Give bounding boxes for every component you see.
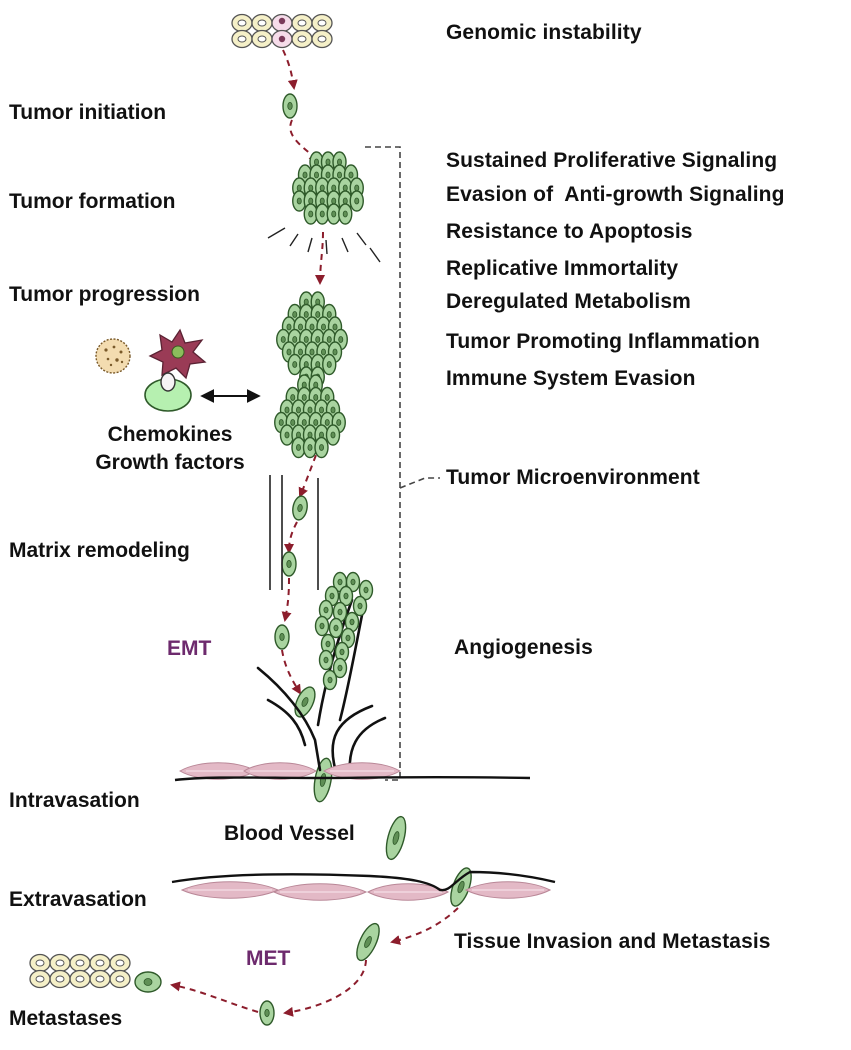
normal-epithelium-metastasis [29,953,162,993]
migrating-tumor-cell [292,495,308,521]
radiating-lines [267,227,381,263]
label-matrix-remodeling: Matrix remodeling [9,539,190,562]
hallmark-3: Replicative Immortality [446,257,679,280]
tumor-progression-cluster-lower [274,374,346,459]
label-tumor-initiation: Tumor initiation [9,101,167,124]
label-chemokines: Chemokines [107,423,233,446]
label-tumor-formation: Tumor formation [9,190,176,213]
hallmark-2: Resistance to Apoptosis [446,220,693,243]
label-intravasation: Intravasation [9,789,140,812]
tumor-cell [303,203,318,225]
colonizing-cell [134,971,162,993]
normal-epithelial-cell [49,953,71,989]
microenvironment-bracket [365,146,440,781]
hallmark-1: Evasion of Anti-growth Signaling [446,183,785,206]
metastatic-cell [259,1000,275,1026]
hallmark-0: Sustained Proliferative Signaling [446,149,778,172]
normal-epithelial-cell [291,13,313,49]
label-angiogenesis: Angiogenesis [454,636,593,659]
tumor-cell [292,190,307,212]
tumor-cell [318,649,334,671]
vessel-wall-upper-line [174,775,531,782]
angiogenesis-tumor-cells [314,571,374,691]
normal-epithelium-top [231,13,333,49]
intravasating-cell [313,757,333,803]
circulating-tumor-cell [385,815,407,861]
label-extravasation: Extravasation [9,888,147,911]
label-genomic-instability: Genomic instability [446,21,642,44]
vessel-wall-lower [180,881,552,901]
hallmark-6: Immune System Evasion [446,367,696,390]
macrophage-cell [95,338,131,374]
label-blood-vessel: Blood Vessel [224,822,355,845]
vessel-wall-lower-line [171,870,556,892]
tumor-cell [325,424,341,446]
emt-tumor-cell [294,686,316,718]
normal-epithelial-cell [89,953,111,989]
label-emt: EMT [167,637,212,660]
hallmark-5: Tumor Promoting Inflammation [446,330,760,353]
tumor-cell [332,601,348,623]
label-tissue-invasion: Tissue Invasion and Metastasis [454,930,771,953]
label-tumor-microenvironment: Tumor Microenvironment [446,466,700,489]
normal-epithelial-cell [251,13,273,49]
tumor-cell [302,436,318,459]
normal-epithelial-cell [311,13,333,49]
migrating-tumor-cell [274,624,290,650]
tumor-cell [314,436,329,459]
normal-epithelial-cell [231,13,253,49]
normal-epithelial-cell [29,953,51,989]
normal-epithelial-cell [69,953,91,989]
normal-epithelial-cell [109,953,131,989]
tumor-cell [322,669,338,691]
progression-arrows [170,49,459,1017]
migrating-tumor-cell [281,551,297,577]
tumor-cell [291,436,306,459]
label-growth-factors: Growth factors [95,451,245,474]
tumor-progression-cluster-upper [276,291,348,388]
label-metastases: Metastases [9,1007,123,1030]
mutated-cell [271,13,293,49]
label-tumor-progression: Tumor progression [9,283,200,306]
tumor-cell [322,353,337,376]
hallmark-4: Deregulated Metabolism [446,290,691,313]
invading-cell [356,922,380,962]
stromal-cells [95,328,207,412]
tumor-cell [338,203,353,225]
tumor-cell [358,579,374,601]
migrating-tumor-cells [259,93,472,1026]
tumor-formation-cluster [292,151,364,225]
tumor-cell [349,190,364,212]
tumor-cell [328,617,344,639]
tumor-cell [314,615,330,637]
initiated-tumor-cell [282,93,298,119]
tumor-cell [338,585,354,607]
matrix-lines [269,475,319,590]
tumor-cell [345,571,361,593]
label-met: MET [246,947,291,970]
tumor-cell [332,657,348,679]
tumor-cell [352,595,368,617]
